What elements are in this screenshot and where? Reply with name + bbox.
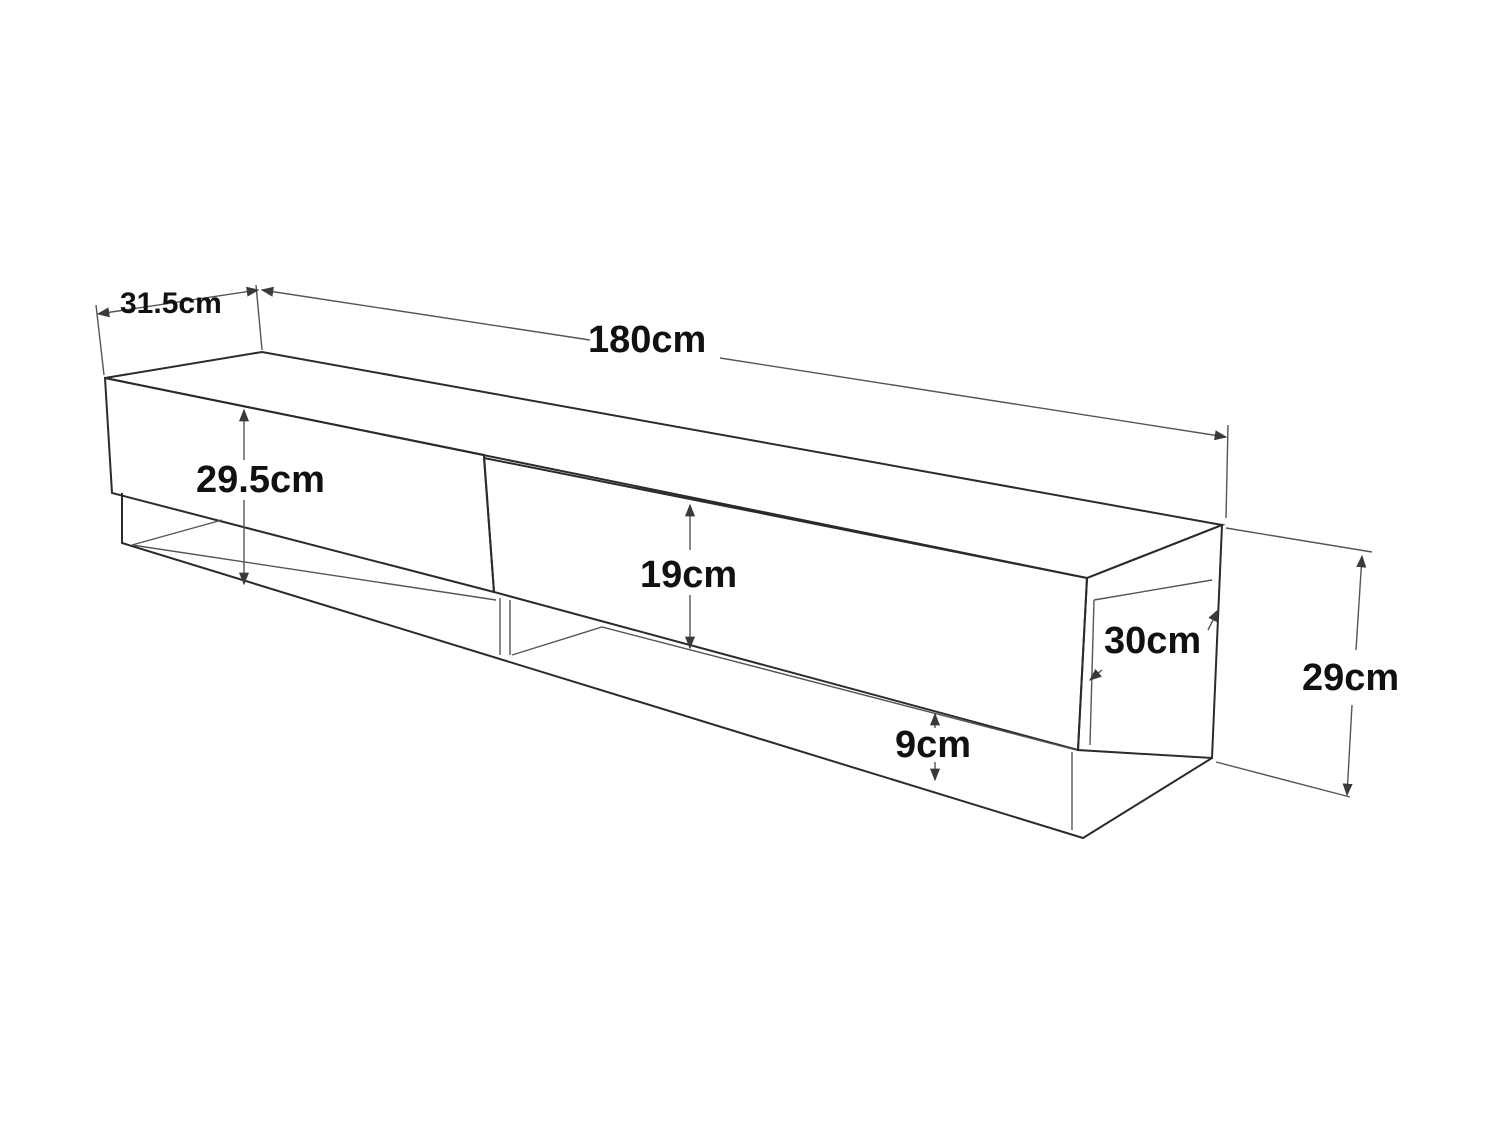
height-extension-bottom xyxy=(1215,761,1351,798)
width-label: 180cm xyxy=(588,319,706,361)
front-height-label: 29.5cm xyxy=(196,459,325,501)
width-extension-right xyxy=(1225,424,1229,519)
cabinet-outline xyxy=(103,350,1226,840)
width-arrow-left xyxy=(260,286,591,341)
shelf-left-back xyxy=(131,519,223,546)
shelf-left-floor xyxy=(131,544,497,601)
depth-extension-left xyxy=(95,304,105,376)
dimension-lines xyxy=(95,284,1373,798)
shelf-front-edge xyxy=(121,493,1213,840)
side-inner-edge xyxy=(1093,579,1213,601)
width-arrow-right xyxy=(719,357,1228,441)
height-arrow-bottom xyxy=(1342,704,1353,797)
side-inner-edge-2 xyxy=(1089,599,1095,746)
depth-label: 31.5cm xyxy=(120,287,222,320)
shelf-height-label: 9cm xyxy=(895,724,971,766)
drawer-depth-label: 30cm xyxy=(1104,620,1201,662)
depth-extension-right xyxy=(255,284,263,351)
height-label: 29cm xyxy=(1302,657,1399,699)
drawer-height-label: 19cm xyxy=(640,554,737,596)
drawer-depth-arrow-left xyxy=(1089,668,1103,681)
right-door-panel xyxy=(482,456,1089,752)
shelf-right-back xyxy=(511,626,1077,751)
height-arrow-top xyxy=(1355,554,1367,651)
drawer-depth-arrow-right xyxy=(1207,608,1219,631)
depth-arrow xyxy=(96,286,260,318)
height-extension-top xyxy=(1225,527,1373,553)
dimension-labels: 31.5cm 180cm 29.5cm 19cm 30cm 29cm 9cm xyxy=(120,287,1399,766)
